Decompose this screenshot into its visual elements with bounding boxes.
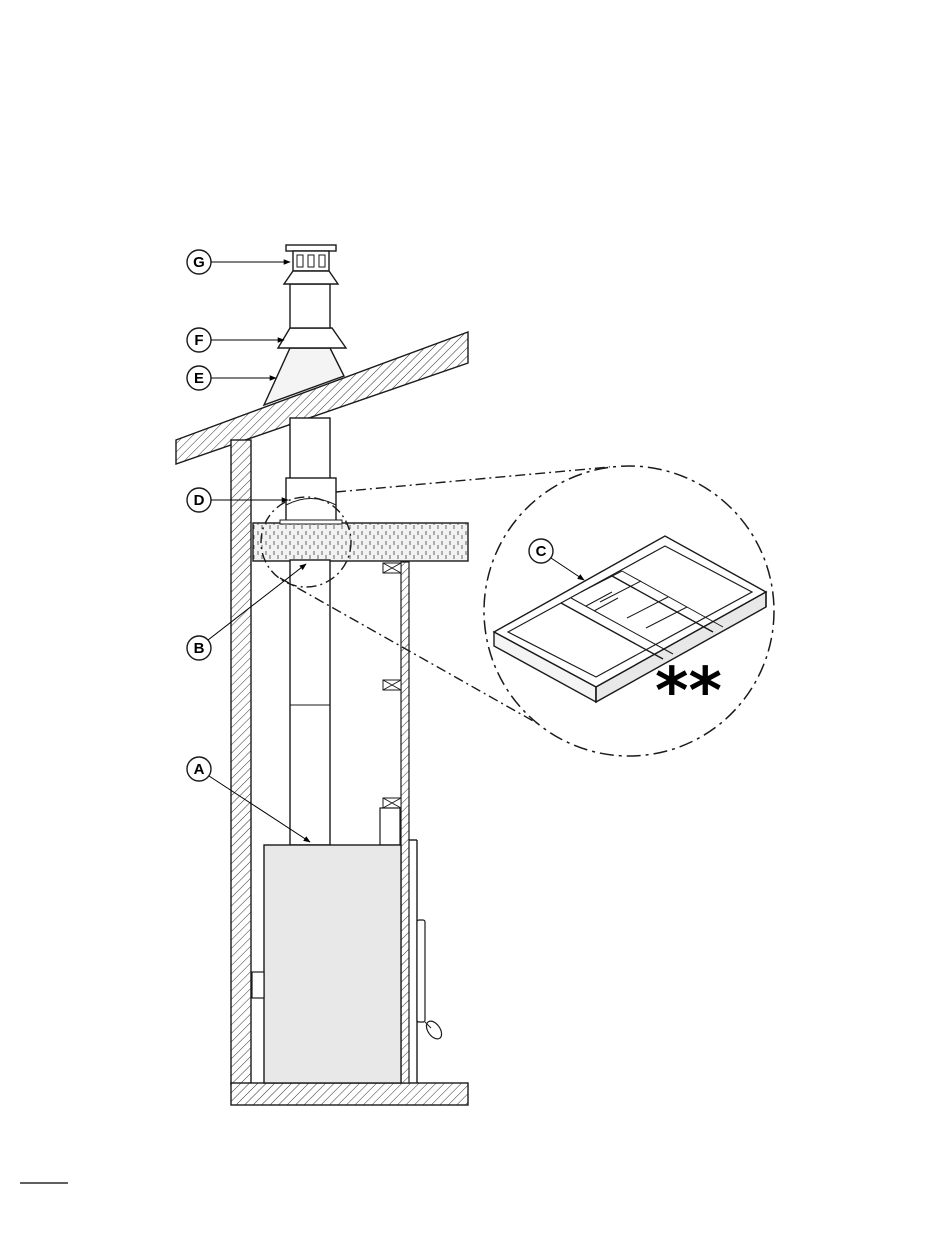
storm-collar bbox=[278, 328, 346, 348]
control-knob-icon bbox=[423, 1018, 444, 1041]
attic-pipe bbox=[280, 418, 342, 524]
callout-b-label: B bbox=[194, 640, 205, 657]
floor-slab bbox=[231, 1083, 468, 1105]
appliance-body bbox=[252, 840, 425, 1083]
chimney-cap bbox=[284, 245, 338, 284]
callout-c-label: C bbox=[536, 543, 547, 560]
chimney-pipe-above-roof bbox=[290, 284, 330, 328]
callout-e: E bbox=[187, 366, 276, 390]
detail-mark: ** bbox=[655, 655, 722, 729]
exterior-wall bbox=[231, 440, 251, 1085]
callout-a-label: A bbox=[194, 761, 205, 778]
callout-d-label: D bbox=[194, 492, 205, 509]
ceiling-insulation bbox=[253, 523, 468, 561]
callout-f: F bbox=[187, 328, 284, 352]
callout-g: G bbox=[187, 250, 290, 274]
callout-f-label: F bbox=[194, 332, 203, 349]
callout-g-label: G bbox=[193, 254, 205, 271]
callout-e-label: E bbox=[194, 370, 204, 387]
